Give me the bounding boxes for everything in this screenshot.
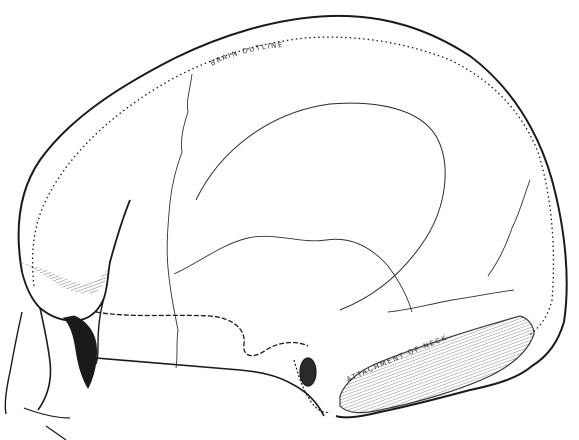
nasal-outer: [5, 312, 22, 414]
lambdoid-suture: [488, 180, 530, 276]
brain-outline-dotted: [33, 37, 554, 336]
brow-ridge-shading: [20, 262, 110, 294]
skull-outer-outline: [19, 16, 567, 322]
temporal-line: [196, 103, 445, 310]
lacrimal-mark: [64, 316, 97, 388]
squamosal-suture: [174, 236, 412, 312]
jaw-edge: [24, 408, 70, 440]
auditory-meatus: [300, 358, 316, 386]
nasal-bone: [38, 308, 51, 410]
zygomatic-arch: [96, 312, 308, 356]
skull-base-line: [96, 358, 324, 416]
mastoid-line: [388, 290, 514, 312]
brain-outline-label: BRAIN OUTLINE: [209, 41, 284, 68]
frontal-process: [96, 298, 104, 364]
coronal-suture: [167, 74, 192, 368]
